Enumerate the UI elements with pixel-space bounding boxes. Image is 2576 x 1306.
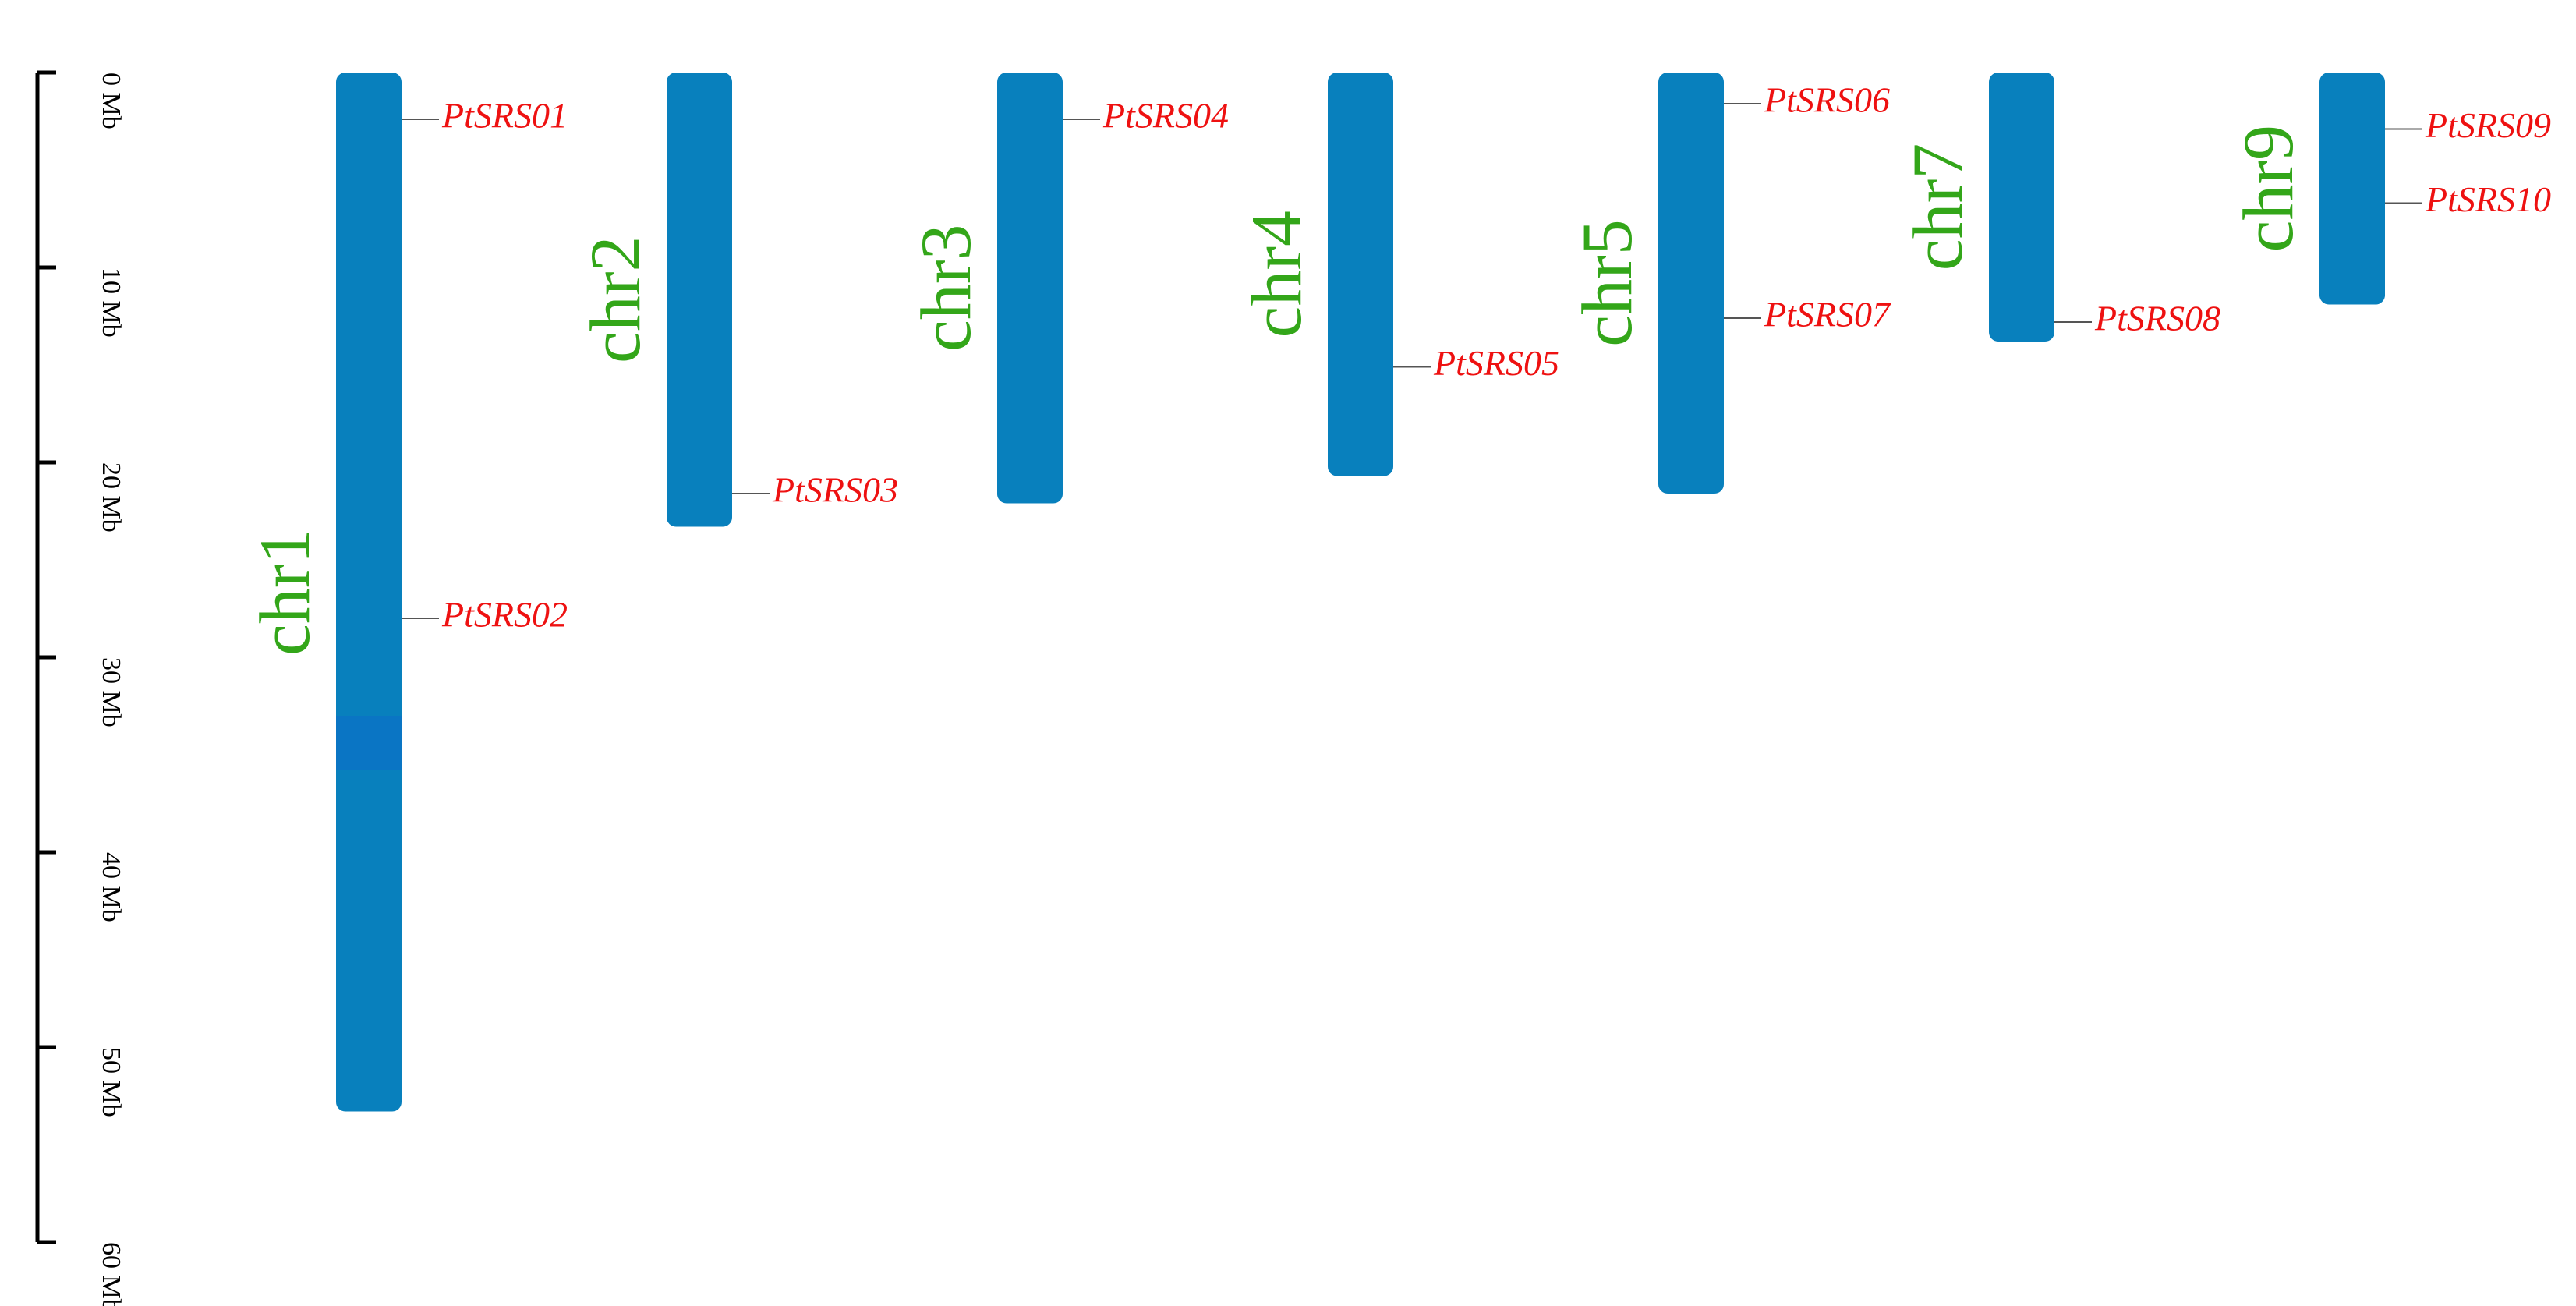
axis-tick-label: 50 Mb xyxy=(97,1047,126,1117)
gene-label: PtSRS07 xyxy=(1764,295,1891,334)
chromosome-label: chr5 xyxy=(1567,219,1647,346)
chromosome-label: chr1 xyxy=(245,529,324,656)
gene-label: PtSRS06 xyxy=(1764,80,1890,120)
axis-tick-label: 40 Mb xyxy=(97,852,126,922)
chromosome-chr3: chr3 PtSRS04 xyxy=(906,73,1229,504)
chromosome-label: chr2 xyxy=(575,236,655,363)
gene-label: PtSRS01 xyxy=(441,96,568,136)
axis-tick-label: 10 Mb xyxy=(97,267,126,338)
gene-label: PtSRS04 xyxy=(1102,96,1229,136)
chromosome-bar xyxy=(2319,73,2385,305)
chromosome-label: chr4 xyxy=(1237,211,1316,338)
gene-label: PtSRS02 xyxy=(441,595,568,635)
axis-tick-label: 0 Mb xyxy=(97,73,126,129)
chromosome-bar xyxy=(1989,73,2054,342)
chromosome-bar xyxy=(1328,73,1393,476)
chromosome-label: chr7 xyxy=(1898,143,1977,271)
scale-axis: 0 Mb 10 Mb 20 Mb 30 Mb 40 Mb 50 Mb 60 Mb xyxy=(35,70,126,1306)
axis-tick-label: 60 Mb xyxy=(97,1242,126,1306)
axis-tick-label: 30 Mb xyxy=(97,657,126,727)
chromosome-bar xyxy=(336,73,402,1112)
chromosome-bar xyxy=(1658,73,1724,494)
chromosome-label: chr9 xyxy=(2228,125,2308,252)
gene-label: PtSRS03 xyxy=(772,470,898,510)
axis-tick-label: 20 Mb xyxy=(97,462,126,533)
gene-label: PtSRS10 xyxy=(2425,179,2551,219)
chromosome-band xyxy=(336,716,402,770)
gene-label: PtSRS08 xyxy=(2094,299,2220,338)
chromosome-label: chr3 xyxy=(906,225,985,352)
gene-label: PtSRS09 xyxy=(2425,105,2551,145)
chromosome-bar xyxy=(667,73,732,527)
chromosome-bar xyxy=(997,73,1063,504)
gene-label: PtSRS05 xyxy=(1433,343,1559,383)
chromosomes: chr1PtSRS01PtSRS02chr2PtSRS03chr3PtSRS04… xyxy=(245,73,2551,1112)
